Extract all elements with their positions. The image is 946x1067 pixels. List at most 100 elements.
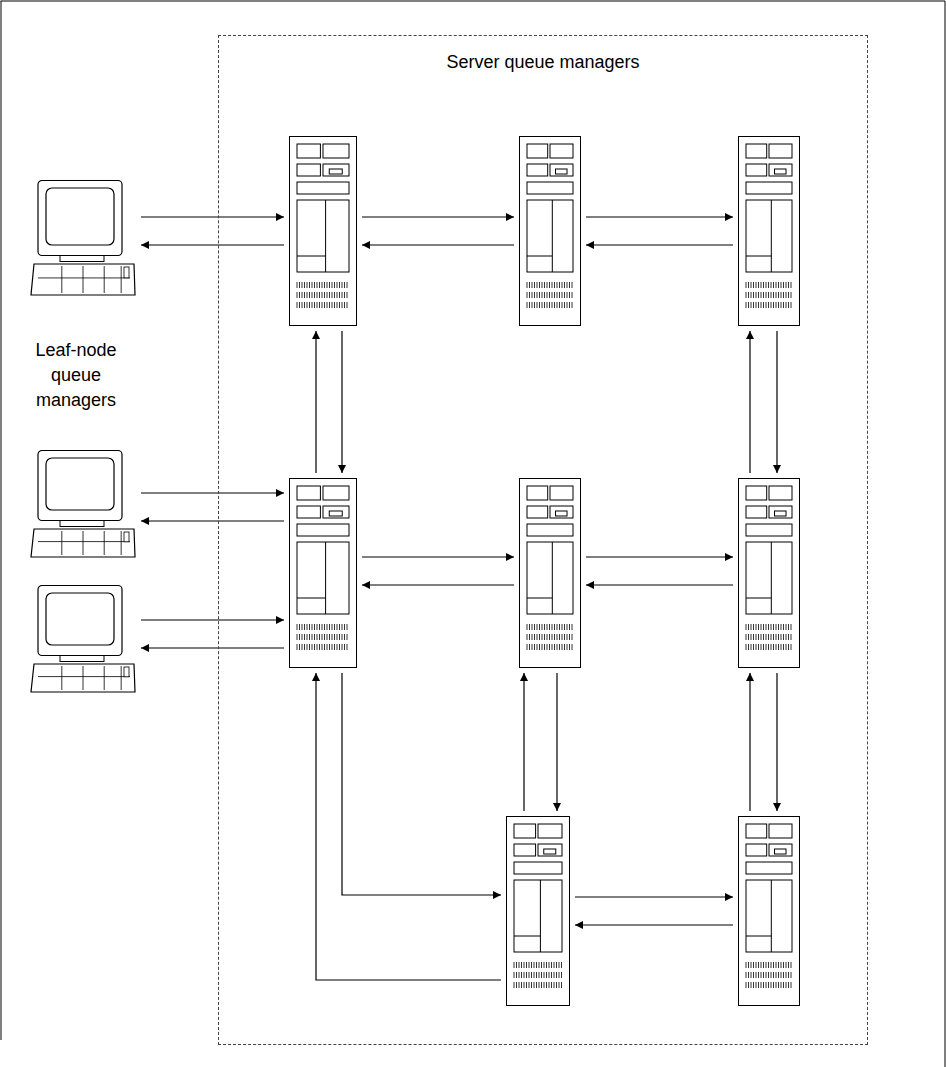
vent-line <box>564 624 565 630</box>
vent-line <box>529 634 530 640</box>
vent-line <box>567 634 568 640</box>
vent-line <box>761 302 762 308</box>
vent-line <box>748 634 749 640</box>
vent-line <box>297 302 298 308</box>
vent-line <box>756 302 757 308</box>
vent-line <box>322 624 323 630</box>
server-part <box>297 506 320 518</box>
vent-line <box>322 302 323 308</box>
vent-line <box>567 302 568 308</box>
vent-line <box>788 972 789 978</box>
vent-line <box>763 292 764 298</box>
server-part <box>746 598 771 599</box>
arrow-connector <box>362 244 514 245</box>
vent-line <box>773 634 774 640</box>
server-part <box>290 479 357 668</box>
server-part <box>769 844 792 856</box>
vent-line <box>304 644 305 650</box>
server-part <box>544 849 556 854</box>
vent-line <box>768 644 769 650</box>
vent-line <box>554 302 555 308</box>
server-region: Server queue managers <box>218 35 868 1045</box>
vent-line <box>521 962 522 968</box>
vent-line <box>776 624 777 630</box>
vent-line <box>317 282 318 288</box>
vent-line <box>544 292 545 298</box>
vent-line <box>347 624 348 630</box>
server-part <box>507 817 570 1006</box>
monitor-screen <box>46 458 114 510</box>
vent-line <box>766 972 767 978</box>
vent-line <box>756 962 757 968</box>
vent-line <box>309 644 310 650</box>
vent-line <box>337 634 338 640</box>
vent-line <box>317 292 318 298</box>
vent-line <box>554 292 555 298</box>
keyboard-line <box>83 666 84 690</box>
vent-line <box>527 634 528 640</box>
vent-line <box>748 972 749 978</box>
vent-line <box>534 292 535 298</box>
vent-line <box>554 624 555 630</box>
vent-line <box>307 302 308 308</box>
vent-line <box>786 302 787 308</box>
server-part <box>746 524 792 536</box>
vent-line <box>327 302 328 308</box>
vent-line <box>751 624 752 630</box>
server-part <box>297 164 320 176</box>
vent-line <box>547 282 548 288</box>
vent-line <box>339 634 340 640</box>
vent-line <box>546 972 547 978</box>
vent-line <box>327 634 328 640</box>
server-part <box>527 524 573 536</box>
vent-line <box>307 292 308 298</box>
vent-line <box>534 982 535 988</box>
vent-line <box>763 624 764 630</box>
arrow-connector <box>749 673 750 811</box>
vent-line <box>786 292 787 298</box>
server-node <box>289 478 357 668</box>
vent-line <box>763 634 764 640</box>
vent-line <box>544 644 545 650</box>
vent-line <box>786 634 787 640</box>
vent-line <box>324 292 325 298</box>
vent-line <box>791 302 792 308</box>
server-part <box>538 824 562 838</box>
vent-line <box>776 282 777 288</box>
keyboard <box>31 664 135 692</box>
vent-line <box>768 972 769 978</box>
keyboard-key <box>124 267 129 278</box>
keyboard-line <box>61 666 62 690</box>
vent-line <box>791 972 792 978</box>
vent-line <box>569 644 570 650</box>
server-part <box>771 200 772 272</box>
vent-line <box>788 634 789 640</box>
vent-line <box>531 982 532 988</box>
vent-line <box>314 282 315 288</box>
vent-line <box>299 302 300 308</box>
vent-line <box>753 624 754 630</box>
vent-line <box>329 624 330 630</box>
server-part <box>746 256 771 257</box>
vent-line <box>544 972 545 978</box>
vent-line <box>773 962 774 968</box>
vent-line <box>766 624 767 630</box>
vent-line <box>334 302 335 308</box>
vent-line <box>557 644 558 650</box>
vent-line <box>519 982 520 988</box>
vent-line <box>758 282 759 288</box>
vent-line <box>544 982 545 988</box>
vent-line <box>552 282 553 288</box>
vent-line <box>344 282 345 288</box>
vent-line <box>554 962 555 968</box>
vent-line <box>534 962 535 968</box>
vent-line <box>758 634 759 640</box>
vent-line <box>342 302 343 308</box>
vent-line <box>556 972 557 978</box>
vent-line <box>557 624 558 630</box>
vent-line <box>529 962 530 968</box>
server-part <box>552 542 553 614</box>
server-part <box>297 542 349 614</box>
vent-line <box>788 624 789 630</box>
